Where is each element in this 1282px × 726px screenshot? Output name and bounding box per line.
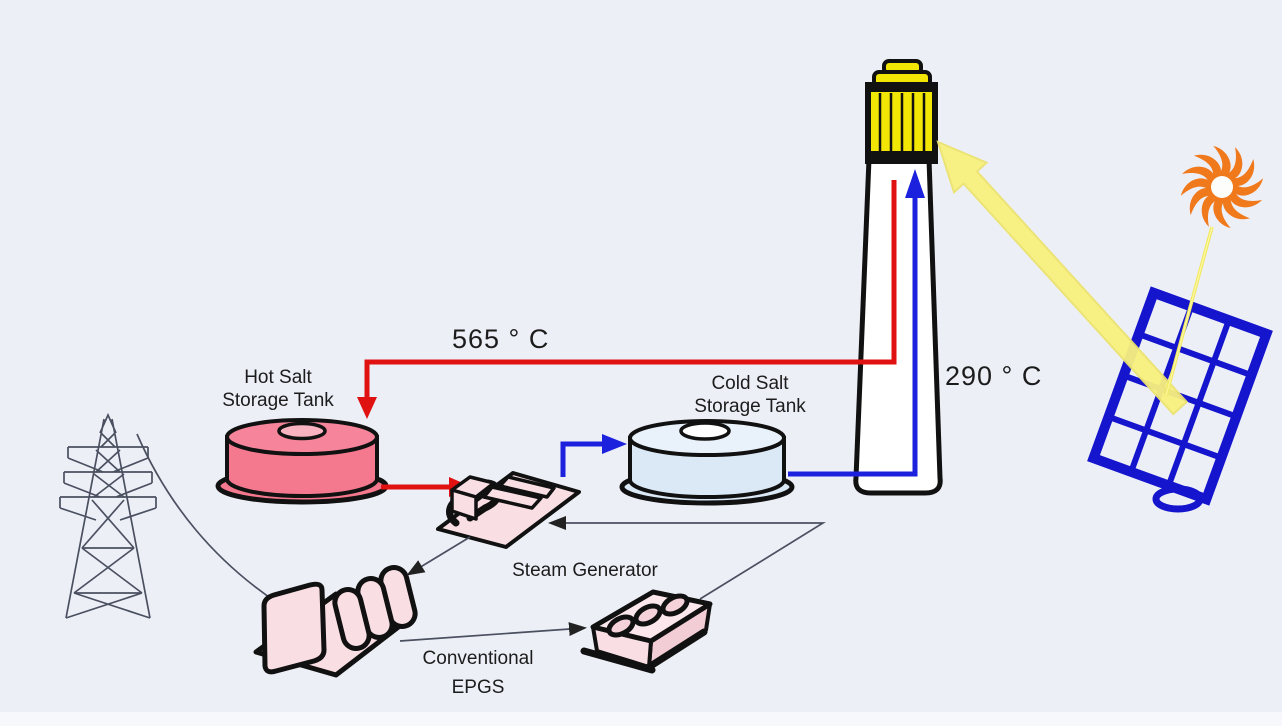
- transmission-tower-icon: [59, 412, 157, 619]
- steam-generator-icon: [436, 471, 581, 549]
- sun-ray-highlight: [1165, 226, 1213, 397]
- pylon-braces: [65, 432, 151, 619]
- sun-center: [1211, 176, 1233, 198]
- steam-line-to-turbine: [406, 536, 471, 576]
- epgs-label-line1: Conventional: [423, 648, 534, 669]
- receiver-bottom-band: [866, 151, 937, 160]
- solar-receiver-icon: [865, 59, 938, 164]
- feedwater-return-line: [548, 516, 826, 600]
- hot-pipe-line: [364, 180, 897, 399]
- cold-tank-label-line2: Storage Tank: [694, 396, 806, 417]
- turbine-ridge: [332, 587, 372, 651]
- turbine-generator-icon: [253, 565, 418, 678]
- cold-temperature-label: 290 ° C: [945, 361, 1042, 391]
- reflected-beam-arrow-icon: [936, 140, 1189, 416]
- condenser-port: [660, 593, 690, 617]
- pylon-arms: [59, 446, 157, 521]
- cold-pipe-from-steamgen: [560, 441, 603, 477]
- condenser-port: [606, 614, 636, 638]
- background-bottom-strip: [0, 712, 1282, 726]
- hot-tank-label-line2: Storage Tank: [222, 390, 334, 411]
- line-turbine-to-condenser: [399, 622, 587, 642]
- turbine-housing: [261, 581, 327, 675]
- cold-tank-hatch: [679, 421, 731, 441]
- cold-salt-tank-icon: [619, 419, 795, 506]
- power-line-wire: [136, 433, 283, 607]
- hot-tank-hatch: [277, 421, 327, 441]
- steamgen-block: [482, 485, 543, 510]
- cold-pipe-arrow-right-icon: [602, 434, 627, 454]
- hot-temperature-label: 565 ° C: [452, 324, 549, 354]
- cold-salt-pipe: [560, 169, 925, 477]
- cold-pipe-line: [788, 177, 918, 477]
- steamgen-block: [498, 475, 556, 499]
- condenser-port: [633, 603, 663, 627]
- cold-pipe-arrow-up-icon: [905, 169, 925, 198]
- receiver-tower: [853, 156, 943, 496]
- heliostat-frame: [1087, 286, 1273, 506]
- steam-generator-label: Steam Generator: [512, 560, 658, 581]
- epgs-label-line2: EPGS: [452, 677, 505, 698]
- receiver-stripes: [878, 93, 926, 152]
- condenser-icon: [580, 589, 713, 674]
- steamgen-box-front: [450, 488, 478, 521]
- sun-icon: [1180, 145, 1264, 229]
- hot-tank-label-line1: Hot Salt: [244, 367, 312, 388]
- receiver-top-band: [866, 84, 937, 92]
- cold-tank-label-line1: Cold Salt: [711, 373, 789, 394]
- hot-pipe-arrow-down-icon: [357, 397, 377, 419]
- hot-salt-tank-icon: [215, 418, 389, 505]
- condenser-base: [580, 628, 708, 674]
- process-flow-lines: [399, 516, 826, 642]
